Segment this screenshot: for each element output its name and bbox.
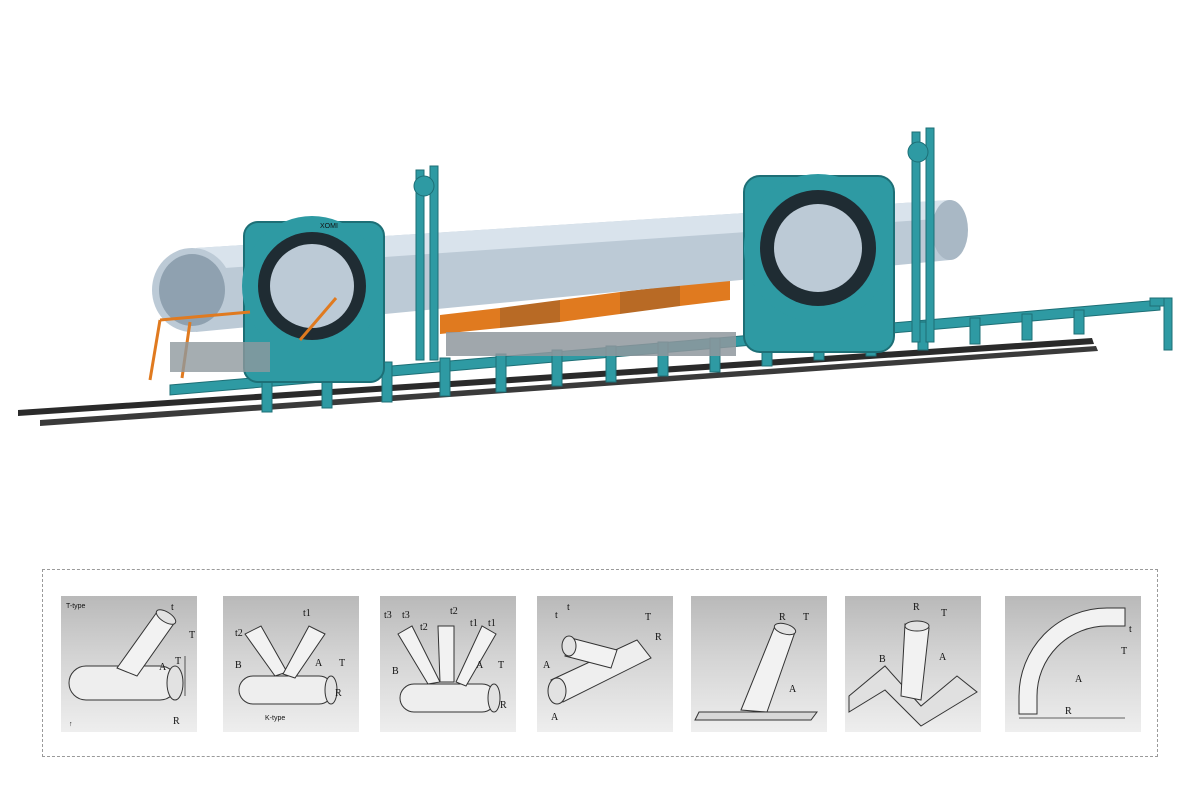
- svg-text:R: R: [779, 612, 786, 623]
- svg-text:t: t: [171, 602, 174, 613]
- joint-thumb-elbow: t T A R: [1005, 596, 1141, 732]
- svg-text:B: B: [879, 654, 886, 665]
- svg-text:R: R: [173, 716, 180, 727]
- roller-supports: [440, 280, 736, 356]
- svg-text:t: t: [567, 602, 570, 613]
- svg-text:t1: t1: [470, 618, 478, 629]
- svg-text:t: t: [555, 610, 558, 621]
- joint-types-panel: T-type t T A T R ↑ t2 t1 B A T R K-type: [42, 569, 1158, 757]
- svg-text:t3: t3: [384, 610, 392, 621]
- svg-text:R: R: [655, 632, 662, 643]
- joint-thumb-t-type: T-type t T A T R ↑: [61, 596, 197, 732]
- joint-thumb-plate-branch: R T A: [691, 596, 827, 732]
- svg-text:R: R: [335, 688, 342, 699]
- loading-frame: [148, 297, 338, 381]
- svg-text:A: A: [1075, 674, 1083, 685]
- svg-text:B: B: [235, 660, 242, 671]
- joint-thumb-k-type: t2 t1 B A T R K-type: [223, 596, 359, 732]
- svg-text:A: A: [551, 712, 559, 723]
- svg-text:T: T: [645, 612, 651, 623]
- svg-text:T: T: [175, 656, 181, 667]
- svg-text:R: R: [500, 700, 507, 711]
- svg-text:B: B: [392, 666, 399, 677]
- pipe-cutting-machine-illustration: XOMI: [18, 127, 1173, 426]
- svg-text:t3: t3: [402, 610, 410, 621]
- joint-caption: T-type: [66, 603, 86, 610]
- svg-text:A: A: [476, 660, 484, 671]
- svg-text:T: T: [803, 612, 809, 623]
- svg-text:A: A: [315, 658, 323, 669]
- brand-logo: XOMI: [320, 223, 338, 230]
- joint-thumb-kt-type: t3 t3 t2 t2 t1 t1 B A T R: [380, 596, 516, 732]
- left-ring-cutting-head: XOMI: [242, 216, 385, 383]
- svg-text:R: R: [1065, 706, 1072, 717]
- svg-text:t: t: [1129, 624, 1132, 635]
- svg-text:T: T: [498, 660, 504, 671]
- joint-thumb-offset-branch: t t T R A A: [537, 596, 673, 732]
- svg-text:T: T: [1121, 646, 1127, 657]
- svg-text:T: T: [189, 630, 195, 641]
- svg-text:t2: t2: [450, 606, 458, 617]
- svg-text:t1: t1: [488, 618, 496, 629]
- svg-text:T: T: [339, 658, 345, 669]
- svg-text:R: R: [913, 602, 920, 613]
- right-ring-cutting-head: [743, 174, 895, 353]
- lift-towers: [413, 127, 935, 361]
- svg-text:t2: t2: [235, 628, 243, 639]
- svg-text:T: T: [941, 608, 947, 619]
- svg-text:A: A: [789, 684, 797, 695]
- svg-text:↑: ↑: [69, 721, 73, 728]
- svg-text:A: A: [159, 662, 167, 673]
- svg-text:t2: t2: [420, 622, 428, 633]
- svg-text:A: A: [939, 652, 947, 663]
- svg-text:A: A: [543, 660, 551, 671]
- svg-text:t1: t1: [303, 608, 311, 619]
- joint-thumb-angle-branch: R T B A: [845, 596, 981, 732]
- joint-caption: K-type: [265, 715, 285, 722]
